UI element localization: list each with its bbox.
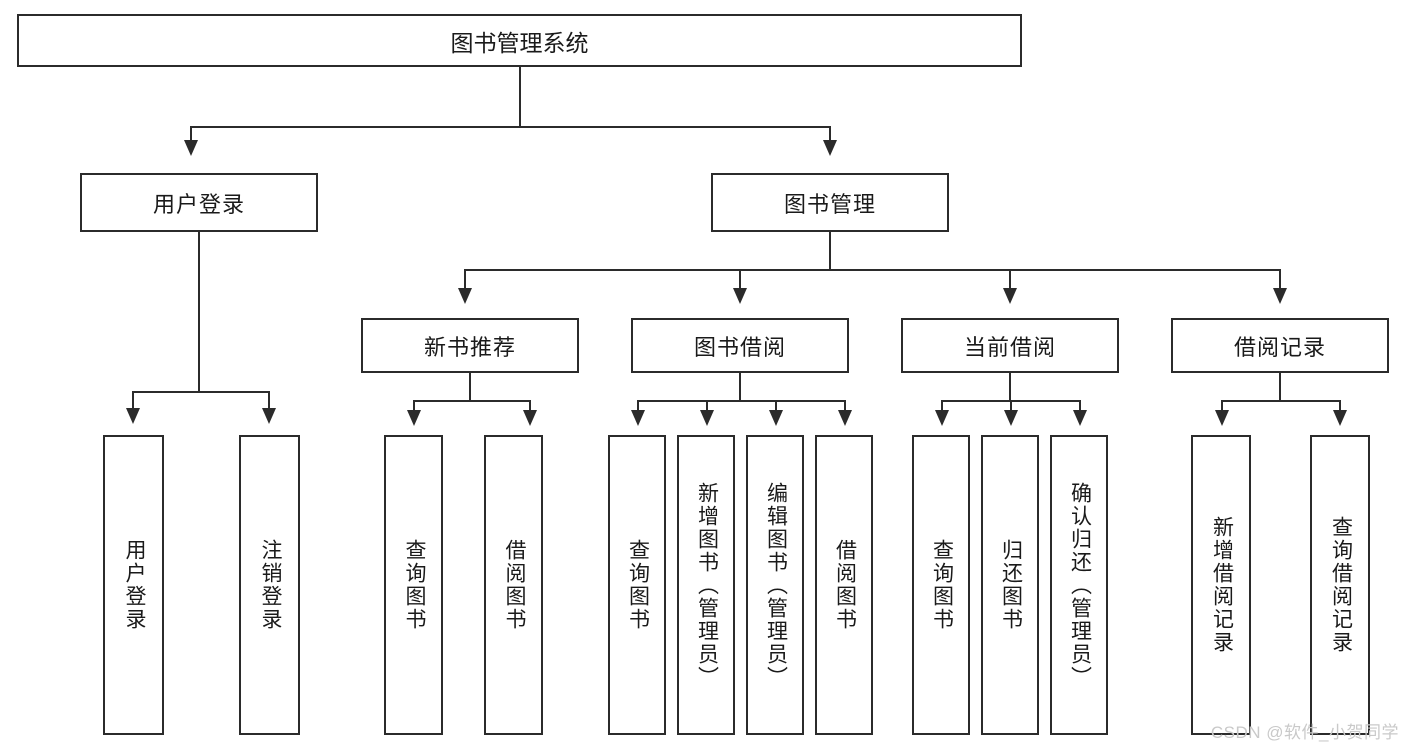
arrow-to-leaf-record-add — [1215, 410, 1229, 426]
node-new-book-recommend-label: 新书推荐 — [423, 334, 516, 360]
leaf-user-login-label: 用户登录 — [122, 539, 146, 631]
arrow-to-leaf-user-login — [126, 408, 140, 424]
leaf-record-query-label: 查询借阅记录 — [1329, 516, 1353, 654]
arrow-to-leaf-borrow-edit — [769, 410, 783, 426]
edge-current-drop-1 — [941, 400, 943, 414]
edge-user-login-bus — [132, 391, 268, 393]
node-borrow-record[interactable]: 借阅记录 — [1171, 318, 1389, 373]
edge-borrow-drop-3 — [775, 400, 777, 414]
node-borrow-record-label: 借阅记录 — [1233, 334, 1326, 360]
leaf-recommend-borrow-book-label: 借阅图书 — [502, 539, 526, 631]
leaf-borrow-query-book-label: 查询图书 — [626, 539, 650, 631]
leaf-logout-login-label: 注销登录 — [258, 539, 282, 631]
leaf-borrow-edit-book-label: 编辑图书（管理员） — [764, 481, 788, 689]
leaf-recommend-query-book[interactable]: 查询图书 — [384, 435, 443, 735]
arrow-to-leaf-borrow-add — [700, 410, 714, 426]
edge-borrow-drop-4 — [844, 400, 846, 414]
arrow-to-leaf-current-query — [935, 410, 949, 426]
arrow-to-borrow-record — [1273, 288, 1287, 304]
leaf-user-login[interactable]: 用户登录 — [103, 435, 164, 735]
node-user-login[interactable]: 用户登录 — [80, 173, 318, 232]
edge-book-management-stem — [829, 232, 831, 270]
edge-user-login-stem — [198, 232, 200, 392]
edge-record-drop-1 — [1221, 400, 1223, 414]
arrow-to-leaf-logout — [262, 408, 276, 424]
arrow-to-leaf-record-query — [1333, 410, 1347, 426]
node-root-label: 图书管理系统 — [450, 29, 589, 56]
edge-level3-drop-3 — [1009, 269, 1011, 291]
edge-user-login-drop-2 — [268, 391, 270, 412]
leaf-current-confirm-return-label: 确认归还（管理员） — [1068, 481, 1092, 689]
leaf-borrow-edit-book[interactable]: 编辑图书（管理员） — [746, 435, 804, 735]
node-current-borrow[interactable]: 当前借阅 — [901, 318, 1119, 373]
edge-record-bus — [1221, 400, 1341, 402]
edge-recommend-drop-2 — [529, 400, 531, 414]
arrow-to-book-borrow — [733, 288, 747, 304]
node-book-management[interactable]: 图书管理 — [711, 173, 949, 232]
leaf-current-query-book-label: 查询图书 — [930, 539, 954, 631]
node-book-borrow-label: 图书借阅 — [693, 334, 786, 360]
arrow-to-current-borrow — [1003, 288, 1017, 304]
leaf-current-confirm-return[interactable]: 确认归还（管理员） — [1050, 435, 1108, 735]
leaf-current-return-book-label: 归还图书 — [999, 539, 1023, 631]
edge-current-stem — [1009, 373, 1011, 401]
leaf-borrow-query-book[interactable]: 查询图书 — [608, 435, 666, 735]
arrow-to-new-book-recommend — [458, 288, 472, 304]
node-new-book-recommend[interactable]: 新书推荐 — [361, 318, 579, 373]
node-book-borrow[interactable]: 图书借阅 — [631, 318, 849, 373]
leaf-borrow-lend-book-label: 借阅图书 — [833, 539, 857, 631]
edge-level3-bus — [464, 269, 1280, 271]
edge-level3-drop-2 — [739, 269, 741, 291]
edge-level2-drop-left — [190, 126, 192, 144]
arrow-to-leaf-current-return — [1004, 410, 1018, 426]
edge-level2-bus — [190, 126, 831, 128]
edge-level3-drop-1 — [464, 269, 466, 291]
leaf-current-query-book[interactable]: 查询图书 — [912, 435, 970, 735]
node-book-management-label: 图书管理 — [783, 191, 876, 217]
csdn-watermark: CSDN @软件_小贺同学 — [1210, 723, 1399, 742]
arrow-to-book-management — [823, 140, 837, 156]
edge-borrow-drop-2 — [706, 400, 708, 414]
edge-borrow-bus — [637, 400, 845, 402]
edge-borrow-stem — [739, 373, 741, 401]
edge-root-stem — [519, 67, 521, 127]
edge-user-login-drop-1 — [132, 391, 134, 412]
node-root-library-system[interactable]: 图书管理系统 — [17, 14, 1022, 67]
arrow-to-user-login — [184, 140, 198, 156]
arrow-to-leaf-current-confirm — [1073, 410, 1087, 426]
arrow-to-leaf-borrow-lend — [838, 410, 852, 426]
leaf-logout-login[interactable]: 注销登录 — [239, 435, 300, 735]
edge-borrow-drop-1 — [637, 400, 639, 414]
leaf-borrow-add-book[interactable]: 新增图书（管理员） — [677, 435, 735, 735]
edge-level3-drop-4 — [1279, 269, 1281, 291]
arrow-to-leaf-borrow-query — [631, 410, 645, 426]
edge-current-drop-2 — [1010, 400, 1012, 414]
leaf-borrow-lend-book[interactable]: 借阅图书 — [815, 435, 873, 735]
leaf-current-return-book[interactable]: 归还图书 — [981, 435, 1039, 735]
arrow-to-leaf-recommend-borrow — [523, 410, 537, 426]
leaf-recommend-borrow-book[interactable]: 借阅图书 — [484, 435, 543, 735]
edge-current-drop-3 — [1079, 400, 1081, 414]
node-current-borrow-label: 当前借阅 — [963, 334, 1056, 360]
leaf-record-query[interactable]: 查询借阅记录 — [1310, 435, 1370, 735]
arrow-to-leaf-recommend-query — [407, 410, 421, 426]
edge-record-drop-2 — [1339, 400, 1341, 414]
leaf-recommend-query-book-label: 查询图书 — [402, 539, 426, 631]
node-user-login-label: 用户登录 — [152, 191, 245, 217]
edge-recommend-stem — [469, 373, 471, 401]
leaf-borrow-add-book-label: 新增图书（管理员） — [695, 481, 719, 689]
edge-level2-drop-right — [829, 126, 831, 144]
edge-record-stem — [1279, 373, 1281, 401]
leaf-record-add[interactable]: 新增借阅记录 — [1191, 435, 1251, 735]
leaf-record-add-label: 新增借阅记录 — [1210, 516, 1234, 654]
edge-recommend-drop-1 — [413, 400, 415, 414]
edge-recommend-bus — [413, 400, 530, 402]
